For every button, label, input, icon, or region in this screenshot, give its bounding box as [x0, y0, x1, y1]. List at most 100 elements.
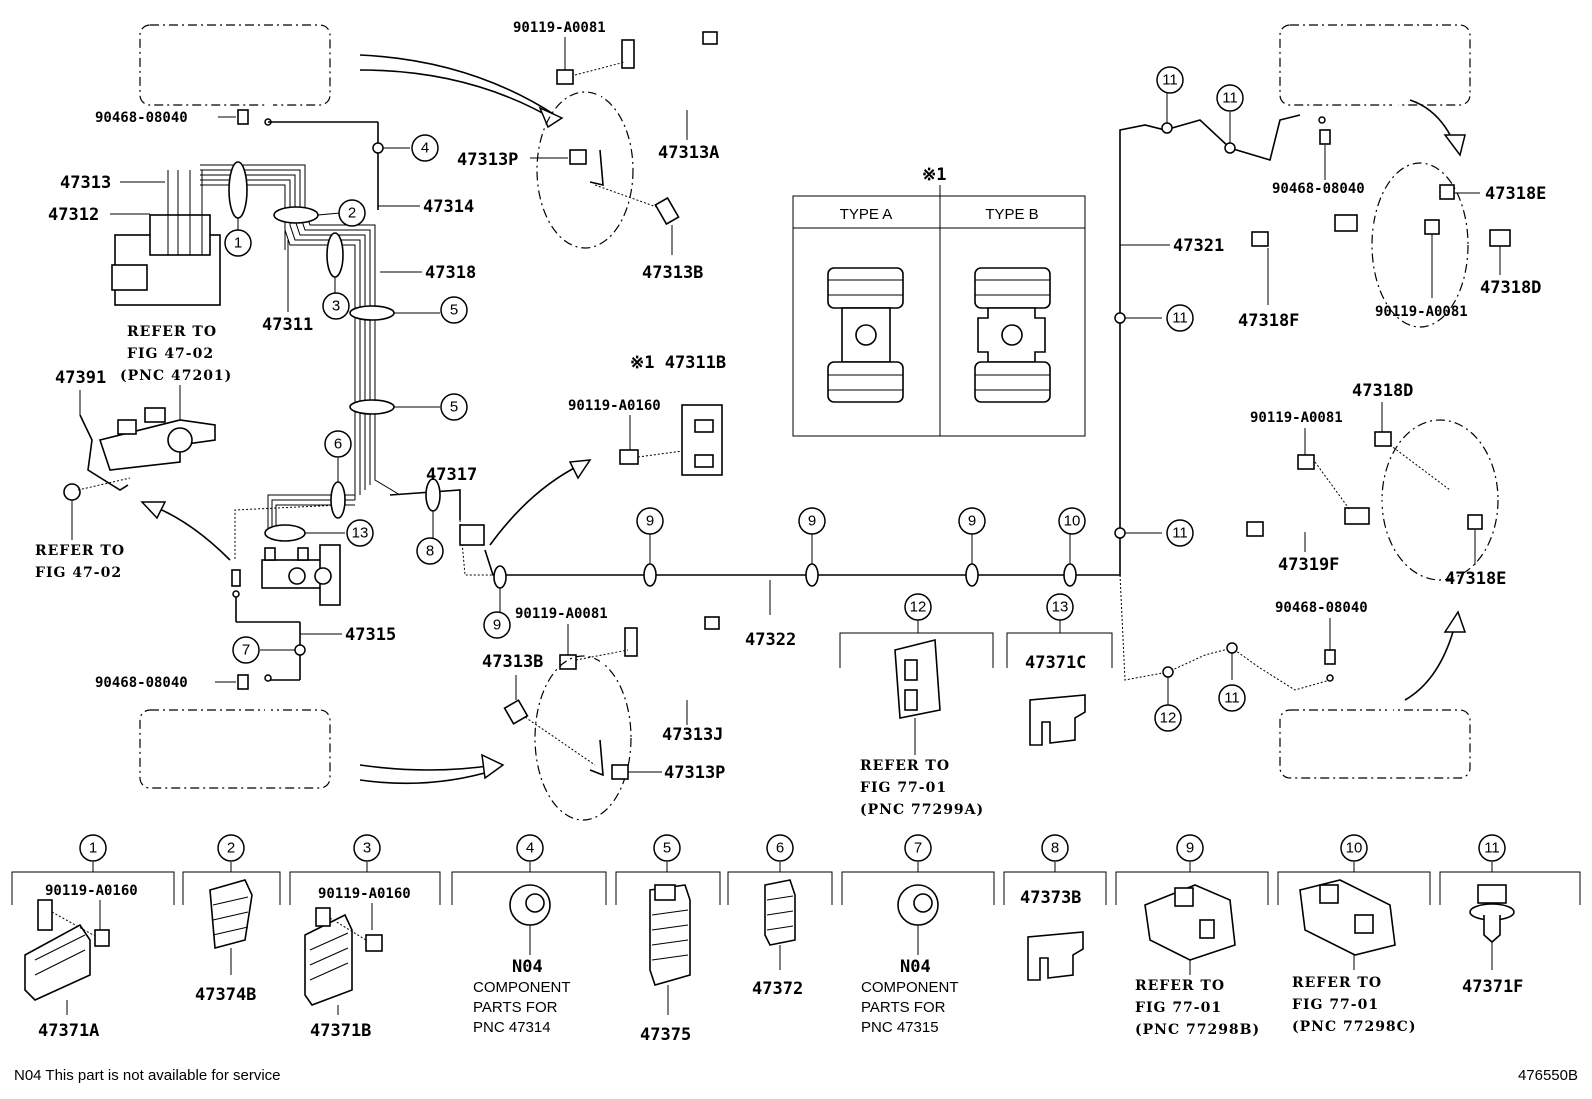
bleeder-47313b-top	[654, 196, 680, 226]
callout-6: 6	[324, 430, 352, 458]
label-47318d-mid: 47318D	[1352, 381, 1413, 401]
svg-text:6: 6	[776, 840, 784, 857]
label-90468-08040-br: 90468-08040	[1275, 600, 1368, 616]
svg-text:9: 9	[646, 513, 654, 530]
svg-text:3: 3	[363, 840, 371, 857]
legend-3-sub: 90119-A0160	[318, 886, 411, 902]
svg-text:5: 5	[450, 399, 458, 416]
legend-num-8: 8	[1041, 834, 1069, 862]
master-cylinder	[63, 407, 216, 501]
label-47391: 47391	[55, 368, 106, 388]
clip-90468-tr	[1319, 129, 1331, 145]
label-47315: 47315	[345, 625, 396, 645]
svg-text:7: 7	[914, 840, 922, 857]
label-47317: 47317	[426, 465, 477, 485]
clamp-8-bracket	[459, 524, 485, 546]
label-47313a: 47313A	[658, 143, 719, 163]
ref-fig4702-a-line1: REFER TO	[127, 324, 217, 340]
clip-90468	[237, 109, 249, 125]
label-47313p-bot: 47313P	[664, 763, 725, 783]
flex-hose-47313j	[589, 616, 720, 777]
callout-1: 1	[224, 229, 252, 257]
pointer-arrow	[359, 54, 556, 116]
proportioning-valve	[261, 544, 341, 606]
legend-2-part: 47374B	[195, 985, 256, 1005]
svg-text:9: 9	[808, 513, 816, 530]
bracket-12	[839, 632, 994, 668]
clip-90468-br	[1324, 649, 1336, 665]
callout-9a: 9	[483, 611, 511, 639]
hose-47318f	[1251, 214, 1446, 247]
bolt-90119-top	[556, 69, 574, 85]
svg-text:4: 4	[526, 840, 534, 857]
brake-line-47322	[484, 114, 1301, 576]
legend-10-ref-2: FIG 77-01	[1292, 997, 1379, 1013]
label-47371c: 47371C	[1025, 653, 1086, 673]
clamp-47374b	[209, 879, 253, 950]
legend-num-1: 1	[79, 834, 107, 862]
bleeder-47313b-bot	[503, 699, 529, 725]
legend-num-2: 2	[217, 834, 245, 862]
legend-5-part: 47375	[640, 1025, 691, 1045]
label-47313j: 47313J	[662, 725, 723, 745]
legend-num-3: 3	[353, 834, 381, 862]
svg-text:11: 11	[1224, 690, 1240, 707]
legend-11-part: 47371F	[1462, 977, 1523, 997]
svg-text:6: 6	[334, 436, 342, 453]
callout-11c: 11	[1166, 304, 1194, 332]
note-mark-1: ※1	[922, 165, 946, 185]
svg-text:11: 11	[1222, 90, 1238, 107]
callout-11a: 11	[1156, 66, 1184, 94]
clamp-47371c	[1029, 694, 1086, 746]
label-47318: 47318	[425, 263, 476, 283]
svg-text:1: 1	[89, 840, 97, 857]
label-90468-08040-tl: 90468-08040	[95, 110, 188, 126]
ref-fig7701-a-line1: REFER TO	[860, 758, 950, 774]
callout-8: 8	[416, 537, 444, 565]
label-90119-a0081-tr: 90119-A0081	[1375, 304, 1468, 320]
bolt-47313p-top	[569, 149, 587, 165]
label-47318f: 47318F	[1238, 311, 1299, 331]
legend-7-desc-3: PNC 47315	[861, 1019, 939, 1036]
clamps-9	[493, 563, 1077, 589]
clamp-1	[228, 161, 248, 219]
clip-47371f	[1469, 884, 1515, 944]
svg-text:9: 9	[1186, 840, 1194, 857]
legend-7-code: N04	[900, 957, 931, 977]
legend-3-part: 47371B	[310, 1021, 371, 1041]
label-47322: 47322	[745, 630, 796, 650]
label-47313: 47313	[60, 173, 111, 193]
label-47318e-top: 47318E	[1485, 184, 1546, 204]
callout-3: 3	[322, 292, 350, 320]
label-47313p-top: 47313P	[457, 150, 518, 170]
grommet-n04-a	[509, 884, 551, 955]
bolt-90119-mr	[1297, 454, 1315, 470]
label-47311b: ※1 47311B	[630, 353, 726, 373]
type-a-clamp	[827, 267, 904, 403]
bolt-90119-bot	[559, 654, 577, 670]
clamp-2	[273, 206, 319, 224]
label-47314: 47314	[423, 197, 474, 217]
svg-text:7: 7	[242, 642, 250, 659]
clamp-5a	[349, 305, 395, 321]
label-90119-a0081-top: 90119-A0081	[513, 20, 606, 36]
drawing-number: 476550B	[1518, 1067, 1578, 1084]
union-47318d-tr	[1489, 229, 1511, 247]
legend-9-ref-3: (PNC 77298B)	[1135, 1022, 1260, 1038]
label-47312: 47312	[48, 205, 99, 225]
label-47318e-bot: 47318E	[1445, 569, 1506, 589]
footer-note: N04 This part is not available for servi…	[14, 1067, 281, 1084]
legend-7-desc-1: COMPONENT	[861, 979, 959, 996]
label-47319f: 47319F	[1278, 555, 1339, 575]
callout-11e: 11	[1218, 684, 1246, 712]
legend-9-ref-2: FIG 77-01	[1135, 1000, 1222, 1016]
legend-1-sub: 90119-A0160	[45, 883, 138, 899]
label-47313b-bot: 47313B	[482, 652, 543, 672]
svg-text:10: 10	[1346, 840, 1363, 857]
legend-1-part: 47371A	[38, 1021, 99, 1041]
bracket-47311b	[681, 404, 723, 476]
callout-13a: 13	[346, 519, 374, 547]
callout-9c: 9	[798, 507, 826, 535]
label-90119-a0081-bot: 90119-A0081	[515, 606, 608, 622]
legend-8-part: 47373B	[1020, 888, 1081, 908]
